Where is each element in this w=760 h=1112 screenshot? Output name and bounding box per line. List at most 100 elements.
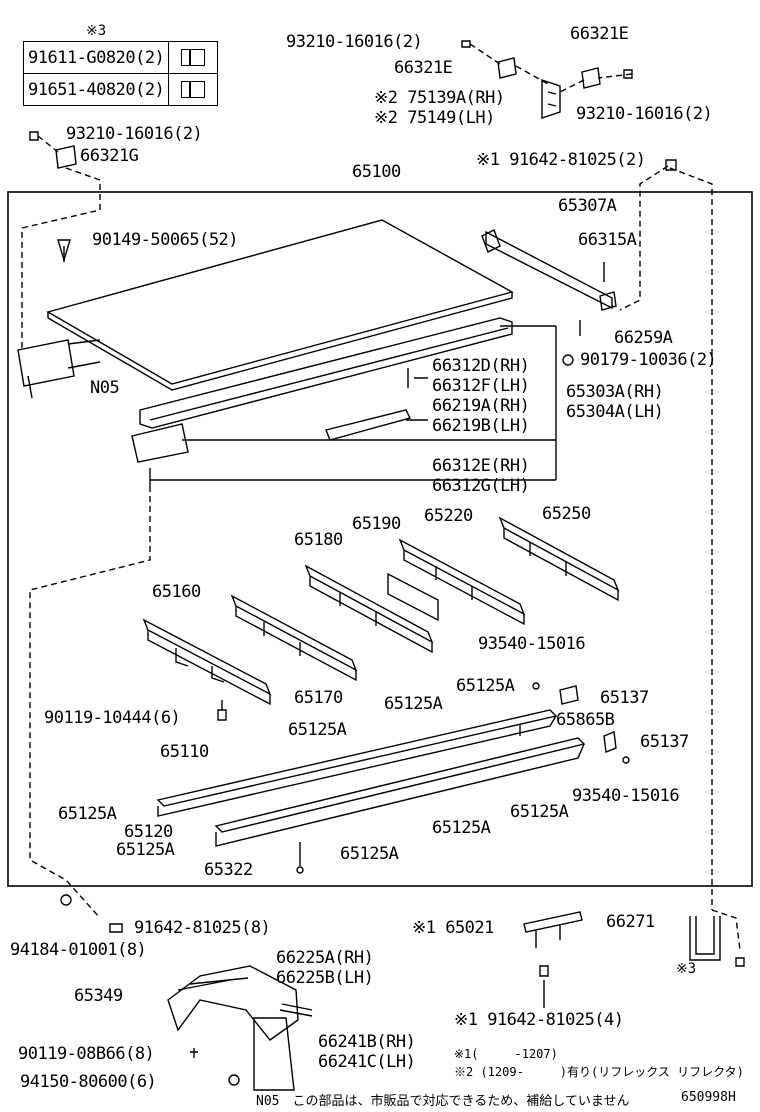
- label-66241C: 66241C(LH): [318, 1052, 416, 1072]
- side-rail-65303A: [131, 317, 513, 463]
- figure-code: 650998H: [681, 1090, 736, 1105]
- label-66312F: 66312F(LH): [432, 376, 530, 396]
- label-65303A: 65303A(RH): [566, 382, 664, 402]
- label-65180: 65180: [294, 530, 343, 550]
- label-93210-left: 93210-16016(2): [66, 124, 203, 144]
- label-65304A: 65304A(LH): [566, 402, 664, 422]
- label-90149: 90149-50065(52): [92, 230, 239, 250]
- assembly-frame: [7, 191, 753, 887]
- label-66225B: 66225B(LH): [276, 968, 374, 988]
- clip-icon: [181, 81, 206, 98]
- label-94150: 94150-80600(6): [20, 1072, 157, 1092]
- label-65322: 65322: [204, 860, 253, 880]
- label-66321G: 66321G: [80, 146, 139, 166]
- bracket-66219A: [325, 409, 412, 441]
- label-65110: 65110: [160, 742, 209, 762]
- rear-rail-65307A: [481, 229, 617, 311]
- crossmember-65160: [142, 618, 272, 706]
- mudflap-66241B: [253, 1017, 295, 1091]
- label-90119-10444: 90119-10444(6): [44, 708, 181, 728]
- label-65170: 65170: [294, 688, 343, 708]
- cushion-66321E-left: [497, 57, 517, 79]
- label-65190: 65190: [352, 514, 401, 534]
- label-75149: ※2 75149(LH): [374, 108, 495, 128]
- label-66315A: 66315A: [578, 230, 637, 250]
- legend-mark: ※3: [86, 23, 107, 39]
- crossmember-65170: [230, 594, 358, 682]
- label-66312D: 66312D(RH): [432, 356, 530, 376]
- label-93540-b: 93540-15016: [572, 786, 680, 806]
- label-65250: 65250: [542, 504, 591, 524]
- label-66259A: 66259A: [614, 328, 673, 348]
- label-65307A: 65307A: [558, 196, 617, 216]
- legend-part: 91651-40820(2): [22, 73, 170, 106]
- crossmember-65180: [304, 564, 434, 654]
- label-66321E-top: 66321E: [570, 24, 629, 44]
- label-91642-top: ※1 91642-81025(2): [476, 150, 646, 170]
- screw-90149: [57, 239, 71, 263]
- label-66271: 66271: [606, 912, 655, 932]
- label-65865B: 65865B: [556, 710, 615, 730]
- label-75139A: ※2 75139A(RH): [374, 88, 505, 108]
- label-65021: ※1 65021: [412, 918, 494, 938]
- label-93540-a: 93540-15016: [478, 634, 586, 654]
- legend-row: 91611-G0820(2): [22, 41, 219, 74]
- label-65220: 65220: [424, 506, 473, 526]
- label-65125A-2: 65125A: [384, 694, 443, 714]
- bolt-93210-right: [623, 69, 633, 79]
- label-65125A-1: 65125A: [456, 676, 515, 696]
- floor-board-N05: [46, 219, 514, 391]
- label-90179: 90179-10036(2): [580, 350, 717, 370]
- label-91642-4: ※1 91642-81025(4): [454, 1010, 624, 1030]
- sill-65110: [156, 709, 558, 817]
- label-65125A-3: 65125A: [288, 720, 347, 740]
- label-3mark: ※3: [676, 961, 697, 977]
- label-65137-b: 65137: [640, 732, 689, 752]
- label-66321E-left: 66321E: [394, 58, 453, 78]
- footer-note: N05 この部品は、市販品で対応できるため、補給していません: [256, 1094, 630, 1109]
- crossmember-65250: [498, 516, 620, 602]
- clip-icon: [181, 49, 206, 66]
- label-93210-top: 93210-16016(2): [286, 32, 423, 52]
- label-65125A-7: 65125A: [116, 840, 175, 860]
- legend-table: 91611-G0820(2) 91651-40820(2): [22, 41, 219, 106]
- label-65120: 65120: [124, 822, 173, 842]
- label-65125A-4: 65125A: [58, 804, 117, 824]
- label-66219B: 66219B(LH): [432, 416, 530, 436]
- label-91642-8: 91642-81025(8): [134, 918, 271, 938]
- bolt-93210-left: [29, 131, 39, 141]
- label-N05: N05: [90, 378, 120, 398]
- bolt-93210-top: [461, 40, 471, 48]
- note-1: ※1( -1207): [454, 1047, 558, 1061]
- label-65125A-6: 65125A: [432, 818, 491, 838]
- note-2: ※2 (1209- )有り(リフレックス リフレクタ): [454, 1065, 744, 1079]
- cushion-66321G: [55, 145, 77, 169]
- label-65349: 65349: [74, 986, 123, 1006]
- fender-65349: [167, 965, 299, 1041]
- bracket-75139A: [541, 79, 561, 119]
- label-94184: 94184-01001(8): [10, 940, 147, 960]
- label-65100: 65100: [352, 162, 401, 182]
- hinge-left: [17, 339, 101, 399]
- bracket-65021: [523, 911, 583, 948]
- label-93210-right: 93210-16016(2): [576, 104, 713, 124]
- label-65137-a: 65137: [600, 688, 649, 708]
- legend-row: 91651-40820(2): [22, 73, 219, 106]
- handle-66271: [689, 916, 721, 961]
- label-65125A-8: 65125A: [340, 844, 399, 864]
- label-90119-08B66: 90119-08B66(8): [18, 1044, 155, 1064]
- label-66312G: 66312G(LH): [432, 476, 530, 496]
- sill-65120: [214, 737, 586, 847]
- crossmember-65190: [387, 572, 439, 622]
- legend-part: 91611-G0820(2): [22, 41, 170, 74]
- label-65160: 65160: [152, 582, 201, 602]
- cushion-66321E-right: [581, 67, 601, 89]
- label-66225A: 66225A(RH): [276, 948, 374, 968]
- label-66219A: 66219A(RH): [432, 396, 530, 416]
- label-66312E: 66312E(RH): [432, 456, 530, 476]
- crossmember-65220: [398, 538, 526, 626]
- label-65125A-5: 65125A: [510, 802, 569, 822]
- label-66241B: 66241B(RH): [318, 1032, 416, 1052]
